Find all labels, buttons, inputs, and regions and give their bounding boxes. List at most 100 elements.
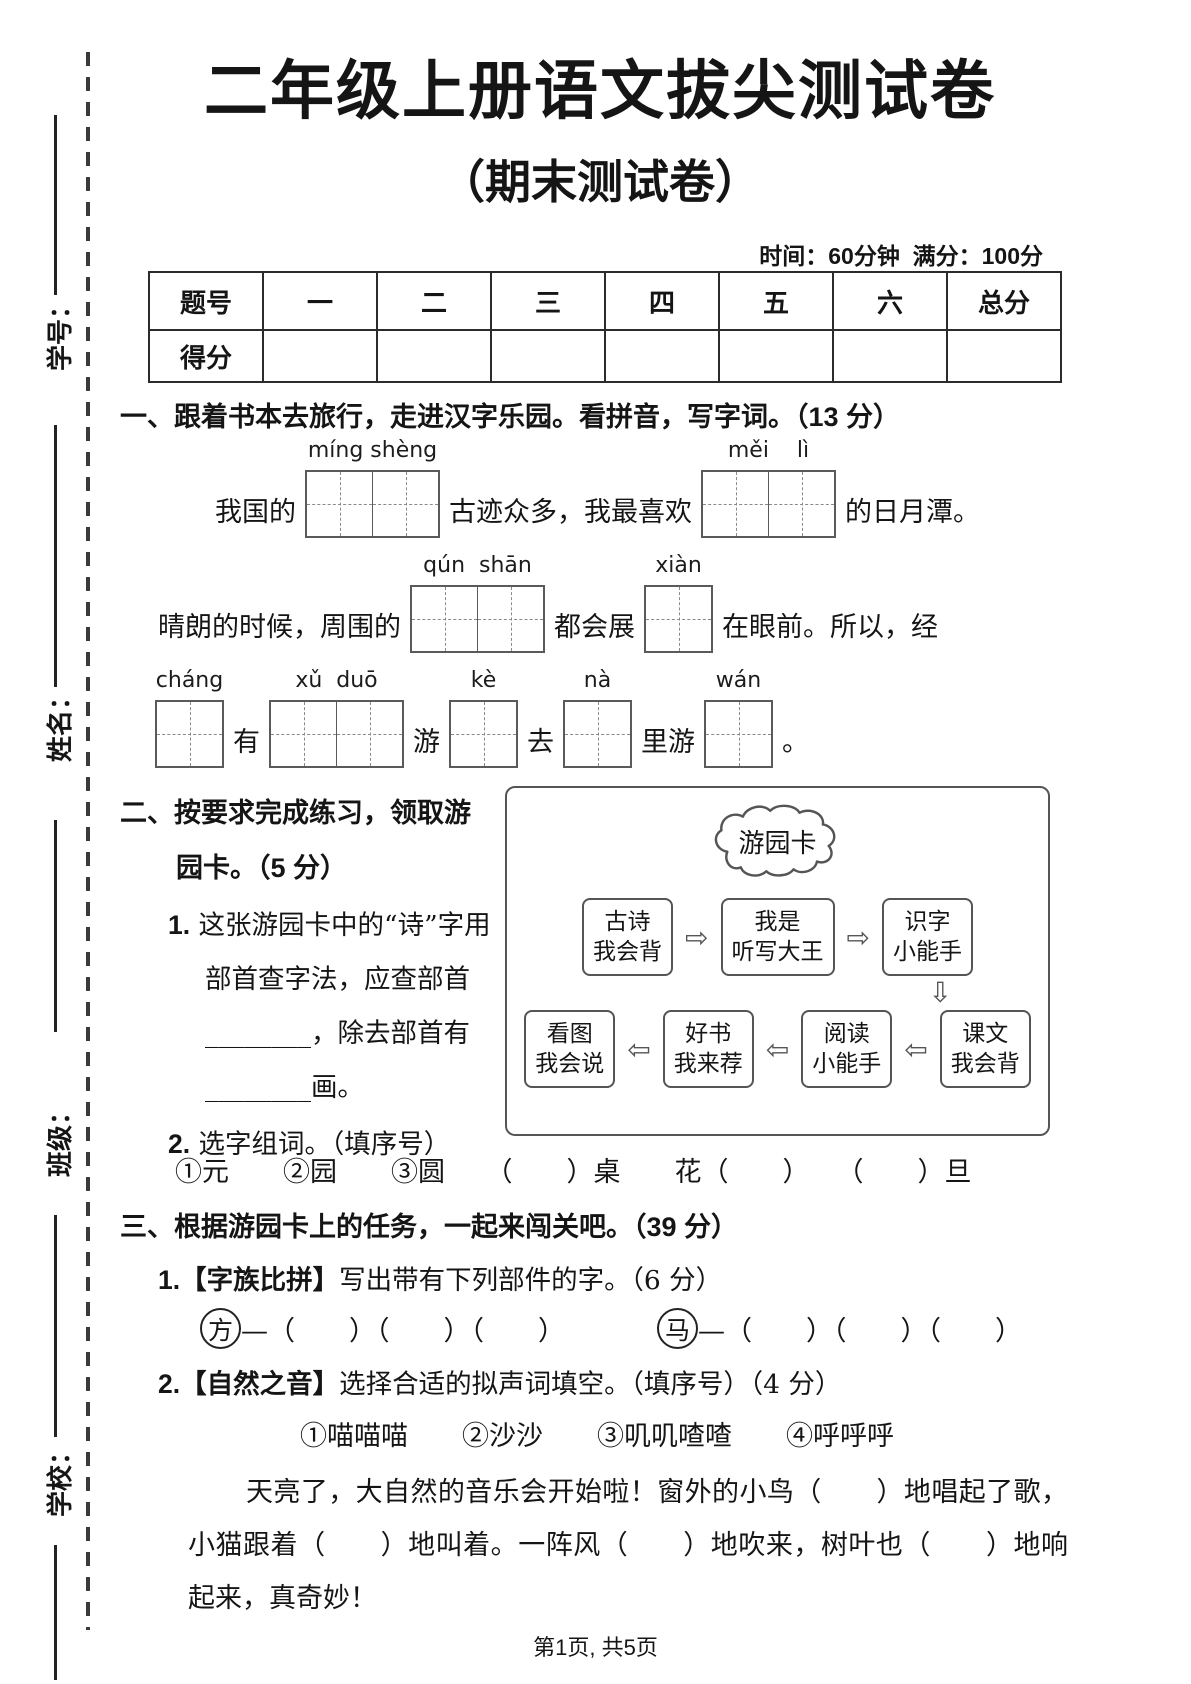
flow-node-text: 阅读 (823, 1021, 870, 1047)
section-two-heading-line2: 园卡。（5 分） (176, 853, 348, 883)
pinyin-line-1: 我国的 míng shèng 古迹众多，我最喜欢 měi lì 的日月潭。 (215, 438, 980, 538)
line-text: 有 (233, 727, 260, 758)
score-table: 题号 一 二 三 四 五 六 总分 得分 (148, 271, 1062, 383)
question-tag: 【自然之音】 (180, 1369, 340, 1399)
flow-node: 古诗 我会背 (582, 898, 674, 976)
character-cells (704, 700, 773, 768)
flow-node-text: 听写大王 (731, 939, 824, 965)
page-title: 二年级上册语文拔尖测试卷 (204, 55, 996, 127)
arrow-left-icon: ⇦ (627, 1032, 651, 1066)
school-label: 学校： (45, 1439, 75, 1518)
flow-node-text: 古诗 (604, 909, 651, 935)
score-table-header-cell: 一 (262, 271, 378, 331)
question-number: 2. (168, 1129, 191, 1159)
writing-grid: nà (563, 668, 632, 768)
margin-dashed-line (86, 52, 90, 1630)
onomatopoeia-options: ①喵喵喵 ②沙沙 ③叽叽喳喳 ④呼呼呼 (300, 1421, 894, 1452)
page-subtitle: （期末测试卷） (439, 156, 761, 208)
pinyin-line-3: cháng 有 xǔ duō 游 kè 去 nà 里游 wán 。 (146, 668, 809, 768)
writing-grid: míng shèng (305, 438, 440, 538)
arrow-down-icon: ⇩ (928, 976, 952, 1009)
pinyin-label: kè (470, 668, 497, 693)
margin-rule-line (54, 1545, 57, 1680)
line-text: 我国的 (215, 497, 296, 528)
section-two-heading-line1: 二、按要求完成练习，领取游 (120, 798, 471, 828)
question-tag: 【字族比拼】 (180, 1265, 340, 1295)
flow-node-text: 小能手 (812, 1051, 882, 1077)
score-blank-cell (490, 329, 606, 383)
character-cells (155, 700, 224, 768)
question-text: 选字组词。（填序号） (190, 1129, 451, 1160)
pinyin-label: xǔ duō (295, 668, 378, 693)
arrow-left-icon: ⇦ (904, 1032, 928, 1066)
line-text: 古迹众多，我最喜欢 (449, 497, 692, 528)
line-text: 都会展 (554, 612, 635, 643)
component-character-group: 马 —（ ）（ ）（ ） (657, 1308, 1022, 1349)
pinyin-label: xiàn (655, 553, 702, 578)
character-cells (701, 470, 836, 538)
word-choice-options: ①元 ②园 ③圆 （ ）桌 花（ ） （ ）旦 (175, 1157, 972, 1188)
score-table-header-cell: 三 (490, 271, 606, 331)
writing-grid: cháng (155, 668, 224, 768)
character-cells (563, 700, 632, 768)
score-blank-cell (946, 329, 1062, 383)
character-cells (449, 700, 518, 768)
cloud-shape: 游园卡 (700, 800, 856, 884)
line-text: 的日月潭。 (845, 497, 980, 528)
flow-node-text: 我来荐 (673, 1051, 743, 1077)
flow-node-text: 我会说 (535, 1051, 605, 1077)
score-blank-cell (604, 329, 720, 383)
question-number: 2. (158, 1369, 181, 1399)
score-table-header-row: 题号 一 二 三 四 五 六 总分 (148, 271, 1062, 331)
writing-grid: qún shān (410, 553, 545, 653)
character-cells (305, 470, 440, 538)
writing-grid: kè (449, 668, 518, 768)
line-text: 在眼前。所以，经 (722, 612, 938, 643)
flow-node-text: 识字 (904, 909, 951, 935)
flow-node-text: 我会背 (593, 939, 663, 965)
pinyin-label: míng shèng (307, 438, 438, 463)
line-text: 。 (782, 727, 809, 758)
margin-rule-line (54, 115, 57, 295)
section-three-heading: 三、根据游园卡上的任务，一起来闯关吧。（39 分） (120, 1212, 739, 1242)
pinyin-label: wán (715, 668, 762, 693)
flowchart-row-1: 古诗 我会背 ⇨ 我是 听写大王 ⇨ 识字 小能手 (507, 898, 1048, 976)
section-two: 二、按要求完成练习，领取游 园卡。（5 分） 1. 这张游园卡中的“诗”字用部首… (120, 786, 512, 1172)
fill-in-passage: 天亮了，大自然的音乐会开始啦！窗外的小鸟（ ）地唱起了歌，小猫跟着（ ）地叫着。… (188, 1477, 1068, 1614)
score-table-header-cell: 题号 (148, 271, 264, 331)
cloud-outline-icon (714, 804, 835, 877)
pinyin-line-2: 晴朗的时候，周围的 qún shān 都会展 xiàn 在眼前。所以，经 (158, 553, 938, 653)
flow-node-text: 小能手 (892, 939, 962, 965)
arrow-left-icon: ⇦ (765, 1032, 790, 1066)
flow-node: 课文 我会背 (939, 1010, 1031, 1088)
section-two-question-1: 1. 这张游园卡中的“诗”字用部首查字法，应查部首________，除去部首有_… (120, 898, 512, 1115)
pinyin-label: cháng (155, 668, 224, 693)
section-one-heading: 一、跟着书本去旅行，走进汉字乐园。看拼音，写字词。（13 分） (120, 402, 901, 432)
writing-grid: měi lì (701, 438, 836, 538)
class-label: 班级： (45, 1099, 75, 1178)
score-blank-cell (718, 329, 834, 383)
writing-grid: xǔ duō (269, 668, 404, 768)
question-text: 写出带有下列部件的字。（6 分） (339, 1265, 723, 1296)
component-character-line: 方 —（ ）（ ）（ ） 马 —（ ）（ ）（ ） (200, 1308, 1022, 1349)
score-table-header-cell: 二 (376, 271, 492, 331)
pinyin-label: qún shān (423, 553, 532, 578)
garden-card-flowchart: 游园卡 古诗 我会背 ⇨ 我是 听写大王 ⇨ 识字 小能手 ⇩ 看图 我会说 (505, 786, 1050, 1136)
margin-rule-line (54, 425, 57, 687)
flow-node-text: 好书 (685, 1021, 732, 1047)
score-table-score-row: 得分 (148, 329, 1062, 383)
line-text: 晴朗的时候，周围的 (158, 612, 401, 643)
flow-node-text: 我会背 (950, 1051, 1020, 1077)
arrow-right-icon: ⇨ (685, 920, 709, 954)
pinyin-label: měi lì (727, 438, 810, 463)
score-blank-cell (262, 329, 378, 383)
pinyin-label: nà (583, 668, 612, 693)
student-name-label: 姓名： (45, 684, 75, 763)
question-number: 1. (158, 1265, 181, 1295)
score-row-label: 得分 (148, 329, 264, 383)
section-three-question-2: 2.【自然之音】选择合适的拟声词填空。（填序号）（4 分） (158, 1362, 841, 1401)
score-blank-cell (832, 329, 948, 383)
flow-node: 识字 小能手 (881, 898, 973, 976)
student-id-label: 学号： (45, 293, 75, 372)
